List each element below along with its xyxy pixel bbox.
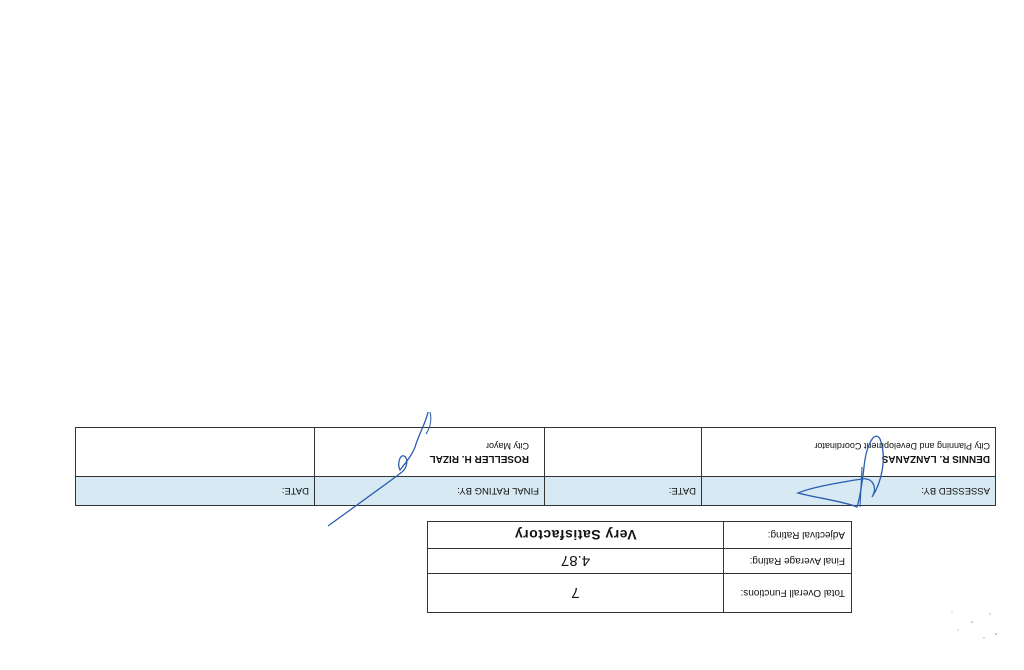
final-average-value: 4.87	[427, 548, 724, 574]
scan-specks-graphic	[951, 611, 997, 639]
date-label-final: DATE:	[75, 476, 315, 506]
date-label-assessor: DATE:	[544, 476, 702, 506]
rating-summary-table: Total Overall Functions: 7 Final Average…	[427, 521, 852, 613]
total-functions-label: Total Overall Functions:	[723, 573, 852, 613]
final-rater-date-cell	[75, 427, 315, 477]
total-functions-value: 7	[427, 573, 724, 613]
final-average-label: Final Average Rating:	[723, 548, 852, 574]
assessor-date-cell	[544, 427, 702, 477]
table-row: Final Average Rating: 4.87	[427, 548, 852, 574]
table-row: Total Overall Functions: 7	[427, 573, 852, 613]
assessor-signature-scribble	[796, 435, 884, 508]
final-rater-signature-scribble	[327, 411, 432, 527]
